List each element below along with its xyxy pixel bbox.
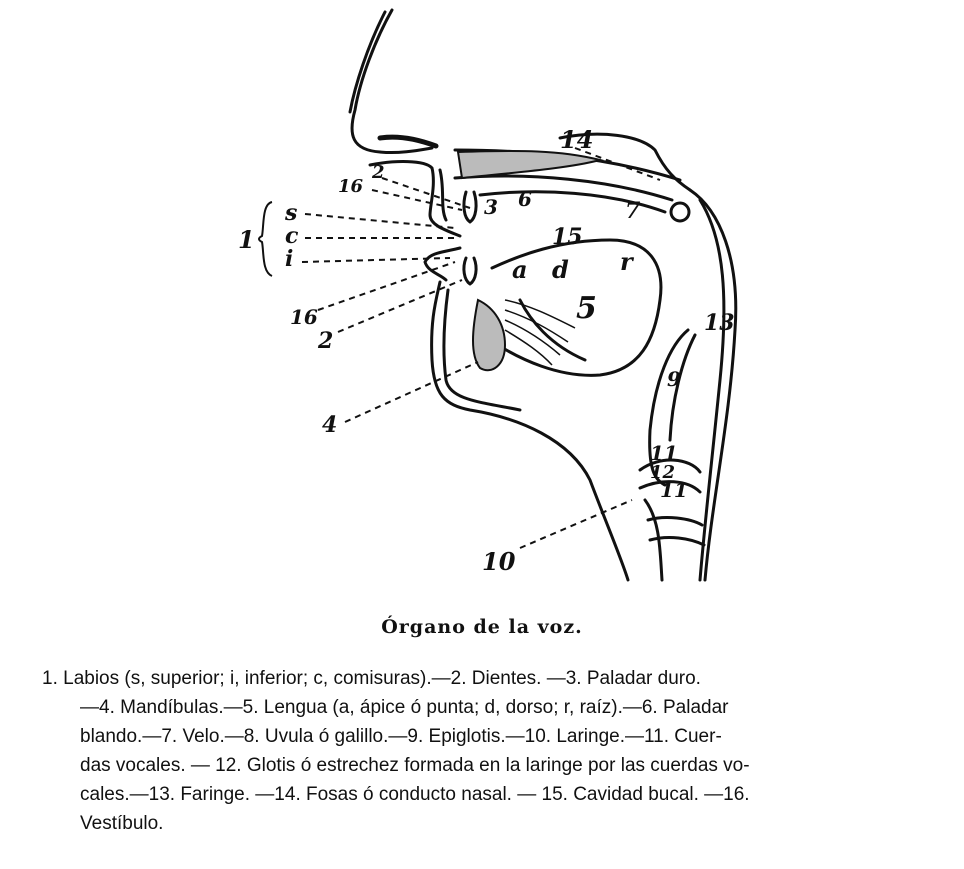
tongue-root bbox=[518, 298, 587, 362]
lower-tooth bbox=[462, 256, 478, 286]
label-3: 3 bbox=[484, 195, 498, 219]
upper-lip-inner bbox=[438, 168, 448, 222]
legend-line: Vestíbulo. bbox=[80, 813, 164, 834]
leader-s bbox=[304, 213, 456, 229]
label-c: c bbox=[285, 223, 299, 249]
legend-line: —4. Mandíbulas.—5. Lengua (a, ápice ó pu… bbox=[80, 697, 729, 718]
leader-16a bbox=[371, 189, 463, 211]
label-a: a bbox=[512, 255, 528, 284]
nostril bbox=[377, 134, 439, 149]
tongue-outline bbox=[488, 238, 663, 377]
label-2b: 2 bbox=[317, 328, 333, 354]
leader-16b bbox=[317, 261, 456, 311]
label-7: 7 bbox=[625, 198, 641, 224]
caption-legend: 1. Labios (s, superior; i, inferior; c, … bbox=[42, 664, 942, 838]
leader-4 bbox=[344, 361, 479, 423]
trachea bbox=[643, 498, 664, 582]
label-s: s bbox=[284, 200, 297, 226]
label-2a: 2 bbox=[371, 162, 385, 183]
leader-2a bbox=[381, 177, 471, 209]
lips-brace bbox=[258, 201, 273, 277]
label-11a: 11 bbox=[650, 441, 678, 465]
epiglottis bbox=[648, 328, 690, 487]
caption-title: Órgano de la voz. bbox=[381, 616, 583, 638]
trachea-ring-2 bbox=[648, 536, 706, 547]
nose-inner-outline bbox=[348, 10, 387, 114]
soft-palate bbox=[478, 190, 667, 214]
label-10: 10 bbox=[482, 547, 516, 576]
epiglottis-inner bbox=[668, 333, 697, 442]
label-16b: 16 bbox=[290, 305, 318, 329]
label-1: 1 bbox=[238, 225, 255, 254]
label-13: 13 bbox=[704, 310, 735, 336]
label-4: 4 bbox=[322, 412, 337, 438]
legend-line: cales.—13. Faringe. —14. Fosas ó conduct… bbox=[80, 784, 750, 805]
neck-back bbox=[688, 188, 738, 582]
trachea-ring-1 bbox=[646, 516, 704, 527]
leader-i bbox=[301, 257, 451, 263]
chin-inner bbox=[442, 288, 522, 412]
label-6: 6 bbox=[518, 187, 532, 211]
velum bbox=[669, 201, 691, 223]
nasal-passage bbox=[558, 132, 692, 192]
label-i: i bbox=[285, 246, 293, 272]
lower-lip bbox=[423, 246, 462, 282]
label-16a: 16 bbox=[338, 176, 364, 197]
leader-2b bbox=[337, 279, 463, 333]
pharynx-back bbox=[698, 198, 726, 582]
label-r: r bbox=[620, 247, 635, 276]
leader-10 bbox=[519, 499, 633, 549]
mandible-fill bbox=[472, 298, 507, 372]
label-5: 5 bbox=[576, 291, 597, 326]
upper-tooth bbox=[462, 190, 478, 224]
hard-palate-fill bbox=[456, 149, 601, 180]
vocal-organ-diagram: 1 s c i 16 2 3 6 7 14 15 a d r 5 16 2 4 … bbox=[238, 8, 738, 582]
leader-14 bbox=[574, 147, 661, 181]
label-12: 12 bbox=[650, 462, 675, 483]
label-d: d bbox=[552, 255, 569, 284]
nose-outline bbox=[350, 8, 434, 154]
legend-line: blando.—7. Velo.—8. Uvula ó galillo.—9. … bbox=[80, 726, 722, 747]
larynx-mid bbox=[638, 480, 702, 494]
larynx-top bbox=[638, 458, 702, 474]
label-14: 14 bbox=[560, 125, 593, 154]
label-9: 9 bbox=[667, 367, 681, 391]
legend-line: 1. Labios (s, superior; i, inferior; c, … bbox=[42, 668, 701, 689]
chin-outline bbox=[430, 280, 630, 582]
legend-line: das vocales. — 12. Glotis ó estrechez fo… bbox=[80, 755, 750, 776]
label-15: 15 bbox=[552, 224, 583, 250]
label-11b: 11 bbox=[660, 478, 688, 502]
